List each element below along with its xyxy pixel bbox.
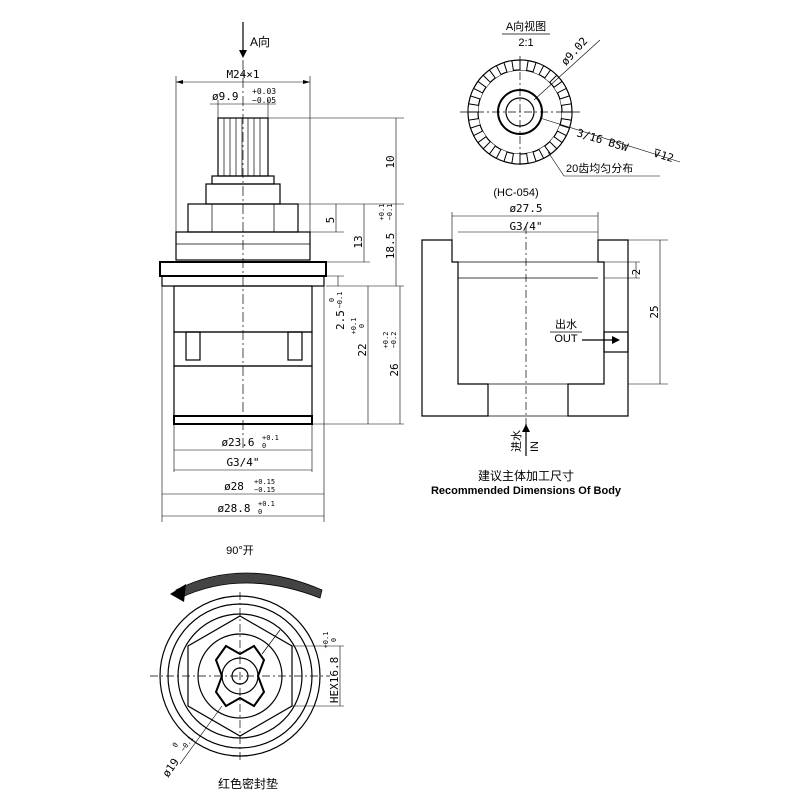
- dim-h25: 2.5: [334, 310, 347, 330]
- dim-g34: G3/4": [226, 456, 259, 469]
- gear-tooth: [511, 153, 521, 165]
- gear-tooth: [467, 103, 479, 113]
- view-a-depth: ⊽12: [651, 146, 675, 165]
- outlet-port: [603, 331, 629, 353]
- dim-m24: M24×1: [226, 68, 259, 81]
- gear-teeth: [467, 59, 573, 165]
- dim-d236-tol-up: +0.1: [262, 434, 279, 442]
- hex-tol-lo: 0: [330, 638, 338, 642]
- gear-tooth: [544, 69, 558, 83]
- dim-h25-tol-up: 0: [328, 298, 336, 302]
- gear-tooth: [503, 60, 514, 73]
- d19-tol-lo: −0.1: [179, 735, 195, 753]
- dim-d28-tol-lo: −0.15: [254, 486, 275, 494]
- window-right: [287, 331, 303, 361]
- rotation-arrow-band: [175, 572, 323, 599]
- dim-d28: ø28: [224, 480, 244, 493]
- body-dia-275: ø27.5: [509, 202, 542, 215]
- dim-d236: ø23.6: [221, 436, 254, 449]
- gear-tooth: [526, 151, 537, 164]
- body-h25: 25: [648, 305, 661, 318]
- dim-h22: 22: [356, 343, 369, 356]
- dim-d288-tol-up: +0.1: [258, 500, 275, 508]
- view-a-scale: 2:1: [518, 37, 533, 49]
- dim-d28-tol-up: +0.15: [254, 478, 275, 486]
- d19-dim: ø19: [160, 756, 182, 780]
- hex-dim: HEX16.8: [328, 657, 341, 703]
- main-side-view: A向: [159, 22, 404, 522]
- dim-h26: 26: [388, 363, 401, 376]
- view-a-teeth: 20齿均匀分布: [566, 162, 633, 175]
- gear-tooth: [532, 61, 545, 75]
- rotation-arrow-head: [170, 584, 186, 602]
- bottom-view: 90°开 HEX16.8 +0.1 0 ø19 0 −0.1 红色密封垫: [150, 545, 344, 791]
- gear-tooth: [553, 80, 568, 94]
- dim-h185-tol-lo: −0.1: [386, 204, 394, 221]
- body-section: (HC-054) ø27.5 G3/4" 2 25 出水 OUT 进水: [421, 187, 668, 497]
- dim-h26-tol-up: +0.2: [382, 332, 390, 349]
- dim-d288-tol-lo: 0: [258, 508, 262, 516]
- body-wall-left: [421, 239, 489, 417]
- in-label-cn: 进水: [510, 430, 523, 452]
- dim-h185: 18.5: [384, 233, 397, 260]
- body-caption-cn: 建议主体加工尺寸: [478, 469, 574, 483]
- dim-h13: 13: [352, 235, 365, 248]
- hex-tol-up: +0.1: [322, 632, 330, 649]
- body-title: (HC-054): [493, 187, 538, 199]
- seal-label: 红色密封垫: [218, 776, 278, 791]
- dim-h22-tol-up: +0.1: [350, 318, 358, 335]
- dim-d288: ø28.8: [217, 502, 250, 515]
- bottom-seal: [173, 415, 313, 425]
- body-caption-en: Recommended Dimensions Of Body: [431, 485, 622, 497]
- gear-tooth: [477, 74, 491, 88]
- gear-tooth: [488, 64, 502, 79]
- dim-spline-dia: ø9.9: [212, 90, 239, 103]
- gear-tooth: [495, 149, 508, 163]
- window-left: [185, 331, 201, 361]
- spline-teeth: [223, 118, 261, 176]
- dim-spline-tol-up: +0.03: [252, 87, 276, 96]
- d19-tol-up: 0: [171, 741, 180, 749]
- rotation-label: 90°开: [226, 545, 254, 557]
- gear-tooth: [561, 111, 573, 121]
- view-a: A向视图 2:1 ø9.02 3/16 BSW ⊽12 20齿均匀分布: [460, 19, 681, 177]
- body-h2: 2: [630, 269, 643, 276]
- gear-tooth: [538, 145, 552, 160]
- in-label-en: IN: [529, 441, 541, 452]
- gear-tooth: [482, 141, 496, 155]
- dim-h25-tol-lo: −0.1: [336, 292, 344, 309]
- gear-tooth: [472, 130, 487, 144]
- stop-key: [214, 644, 266, 708]
- view-arrow-head: [239, 50, 247, 58]
- thread-body: [175, 231, 311, 261]
- gear-tooth: [549, 136, 563, 150]
- view-a-title: A向视图: [506, 19, 546, 33]
- dim-d236-tol-lo: 0: [262, 442, 266, 450]
- body-wall-right: [567, 239, 629, 417]
- dim-h5: 5: [324, 217, 337, 224]
- gear-tooth: [557, 124, 571, 137]
- out-label-en: OUT: [554, 333, 578, 345]
- body-g34: G3/4": [509, 220, 542, 233]
- dim-h10: 10: [384, 155, 397, 168]
- dim-h22-tol-lo: 0: [358, 324, 366, 328]
- gear-tooth: [559, 95, 572, 106]
- gear-tooth: [468, 118, 481, 129]
- gear-tooth: [519, 59, 529, 71]
- view-arrow-label: A向: [250, 34, 270, 49]
- dim-spline-tol-lo: −0.05: [252, 96, 276, 105]
- gear-tooth: [469, 87, 483, 100]
- view-a-thread: 3/16 BSW: [575, 126, 630, 154]
- dim-h26-tol-lo: −0.2: [390, 332, 398, 349]
- dim-h185-tol-up: +0.1: [378, 204, 386, 221]
- out-label-cn: 出水: [555, 317, 577, 331]
